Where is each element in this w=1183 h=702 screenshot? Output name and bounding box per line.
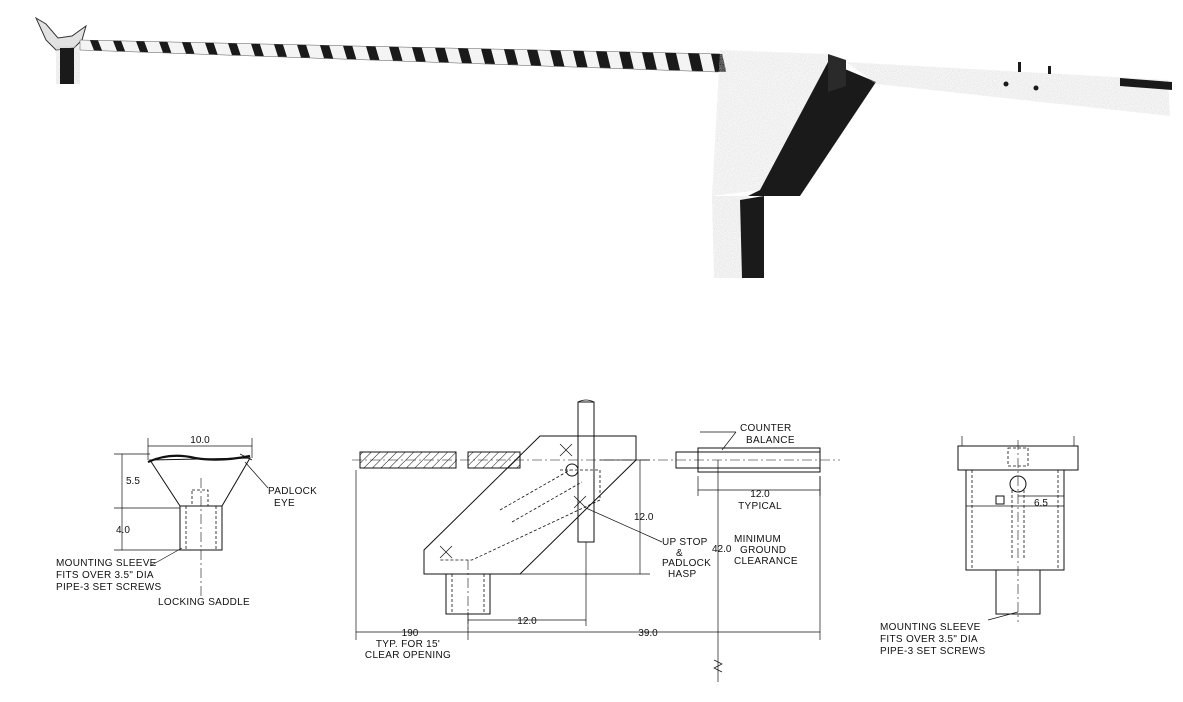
center-upright-post	[577, 401, 595, 543]
left-padlock-eye-shape	[191, 489, 209, 507]
ground-clearance-label-1: MINIMUM	[734, 534, 781, 545]
center-arm-right	[467, 451, 521, 469]
typ-opening-label-1: TYP. FOR 15'	[376, 639, 440, 650]
up-stop-label-4: HASP	[668, 569, 696, 580]
arm-stripe	[136, 41, 149, 53]
arm-stripe	[412, 47, 426, 62]
typ-opening-label-2: CLEAR OPENING	[365, 650, 451, 661]
left-padlock-eye-label-1: PADLOCK	[268, 486, 317, 497]
arm-stripe	[389, 46, 403, 61]
left-saddle-outline	[149, 457, 251, 507]
arm-stripe	[642, 52, 657, 70]
left-dim-lower: 4.0	[116, 525, 130, 536]
center-arm-left	[359, 451, 457, 469]
arm-stripe	[113, 40, 126, 52]
right-end-view: 6.5 MOUNTING SLEEVE FITS OVER 3.5" DIA P…	[880, 436, 1079, 657]
dim-bottom-12-value: 12.0	[517, 616, 537, 627]
arm-stripe	[527, 49, 542, 66]
arm-stripe	[343, 45, 357, 60]
arm-stripe	[320, 45, 334, 59]
photo-left-saddle	[34, 16, 87, 84]
arm-stripe	[274, 44, 287, 57]
right-sleeve-label-3: PIPE-3 SET SCREWS	[880, 646, 986, 657]
left-sleeve-label-1: MOUNTING SLEEVE	[56, 558, 157, 569]
dim-39-value: 39.0	[638, 628, 658, 639]
dim-190-value: 190	[402, 628, 419, 639]
arm-stripe	[297, 44, 311, 58]
up-stop-label-2: &	[676, 548, 683, 559]
arm-stripe	[182, 42, 195, 54]
right-sleeve-label-2: FITS OVER 3.5" DIA	[880, 634, 978, 645]
arm-stripe	[159, 41, 172, 53]
photo-pivot-body	[712, 50, 876, 278]
left-dim-upper: 5.5	[126, 476, 140, 487]
arm-stripe	[573, 50, 588, 68]
up-stop-label-3: PADLOCK	[662, 558, 711, 569]
left-sleeve-label-2: FITS OVER 3.5" DIA	[56, 570, 154, 581]
arm-stripe	[90, 40, 102, 51]
arm-stripe	[619, 51, 634, 69]
dim-typical-label: TYPICAL	[738, 501, 782, 512]
arm-stripe	[481, 48, 496, 64]
photo-counter-balance	[846, 62, 1172, 116]
arm-stripe	[251, 43, 264, 57]
arm-stripe	[504, 49, 519, 65]
arm-stripe	[688, 53, 704, 72]
arm-stripe	[228, 43, 241, 56]
arm-stripe	[665, 52, 680, 71]
photo-striped-arm	[79, 39, 727, 73]
right-dim-value: 6.5	[1034, 498, 1048, 509]
arm-stripe	[596, 51, 611, 68]
arm-stripe	[458, 48, 472, 64]
ground-clearance-label-3: CLEARANCE	[734, 556, 798, 567]
left-padlock-eye-label-2: EYE	[274, 498, 295, 509]
ground-clearance-label-2: GROUND	[740, 545, 786, 556]
center-side-view: COUNTER BALANCE 12.0 TYPICAL 12.0 UP STO…	[352, 399, 840, 682]
right-mounting-sleeve	[995, 569, 1041, 615]
counter-balance-label-2: BALANCE	[746, 435, 795, 446]
left-dim-top: 10.0	[190, 435, 210, 446]
right-sleeve-label-1: MOUNTING SLEEVE	[880, 622, 981, 633]
arm-stripe	[205, 42, 218, 55]
arm-stripe	[435, 47, 449, 63]
up-stop-label-1: UP STOP	[662, 537, 708, 548]
gate-photo	[34, 16, 1172, 278]
dim-vertical-value: 12.0	[634, 512, 654, 523]
left-locking-saddle-label: LOCKING SADDLE	[158, 597, 250, 608]
left-saddle-rim	[147, 454, 251, 464]
dim-ground-value: 42.0	[712, 544, 732, 555]
left-end-view: 10.0 5.5 4.0 PADLOCK EYE MOUNTING SLEEVE…	[56, 435, 317, 608]
dim-typical-value: 12.0	[750, 489, 770, 500]
arm-stripe	[550, 50, 565, 67]
right-housing	[965, 469, 1065, 571]
left-sleeve-label-3: PIPE-3 SET SCREWS	[56, 582, 162, 593]
counter-balance-label-1: COUNTER	[740, 423, 792, 434]
arm-stripe	[366, 46, 380, 61]
